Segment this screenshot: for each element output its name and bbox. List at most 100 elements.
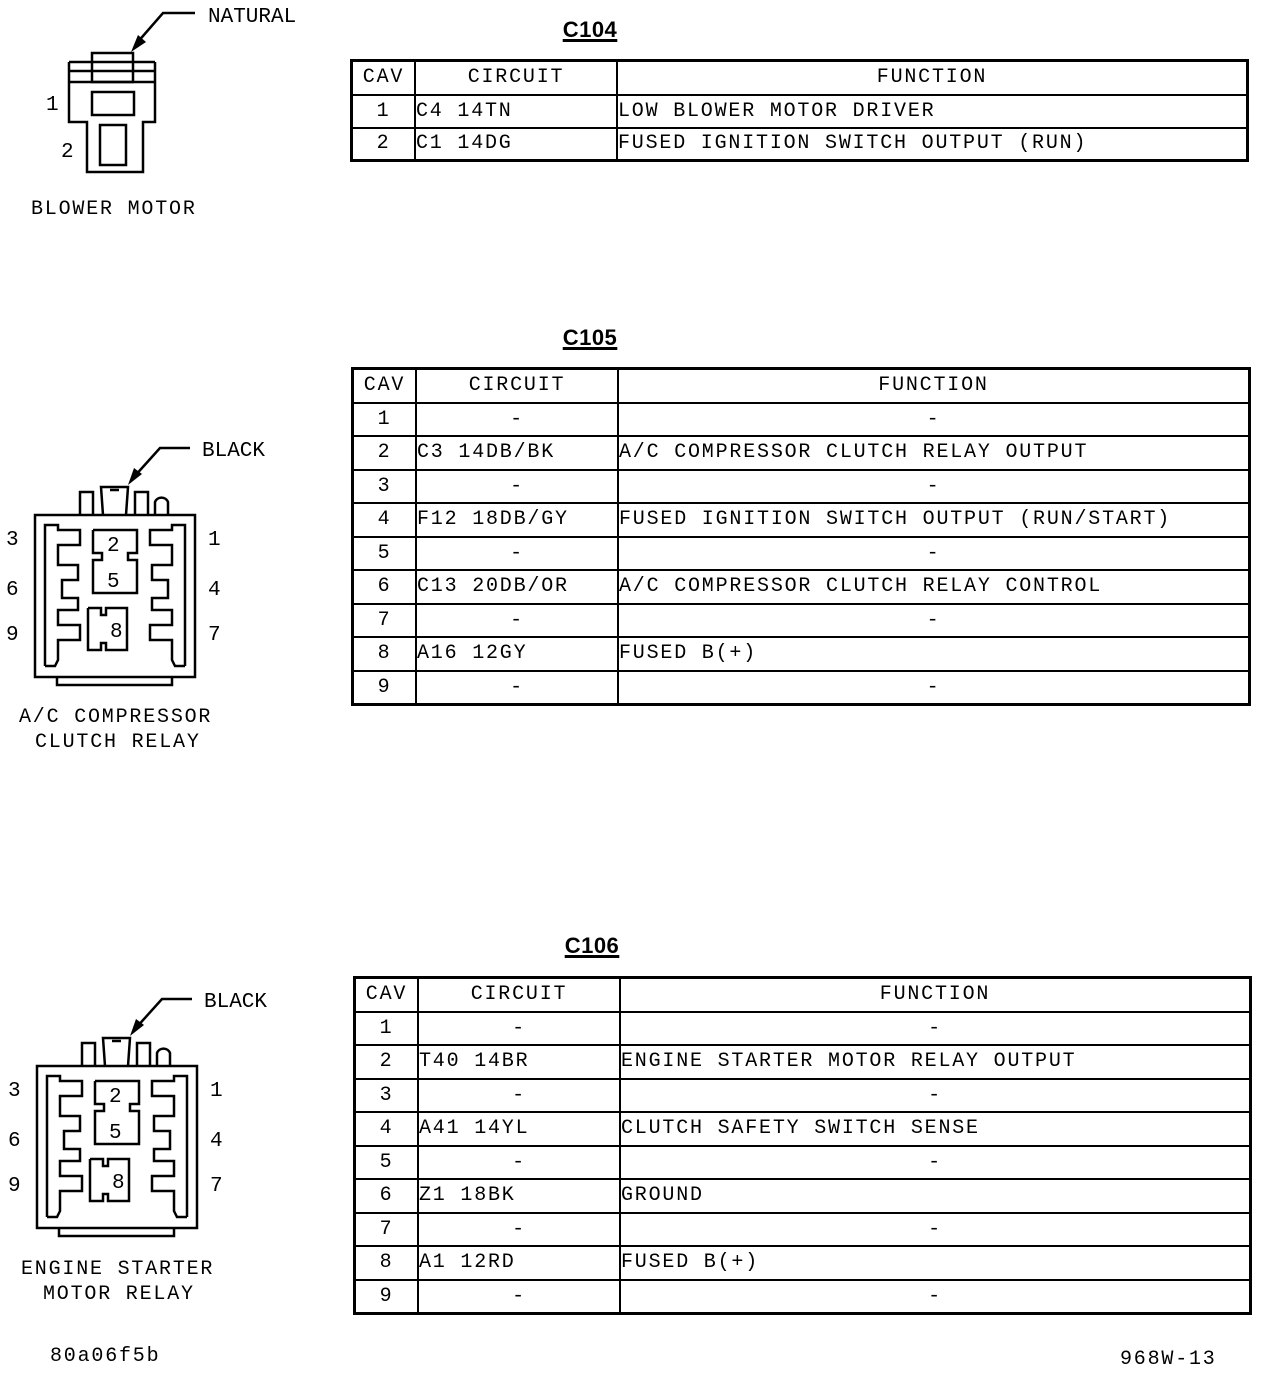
cav-cell: 1 (353, 1010, 419, 1046)
circuit-cell: C3 14DB/BK (415, 435, 619, 471)
connector-title-c105: C105 (562, 325, 618, 350)
table-row: 7-- (351, 602, 1251, 638)
circuit-cell: C1 14DG (414, 126, 618, 162)
connector-color-label: BLACK (202, 440, 265, 463)
function-cell: LOW BLOWER MOTOR DRIVER (616, 93, 1249, 129)
connector-color-label: NATURAL (208, 6, 296, 29)
pin-label: 3 (8, 1080, 21, 1103)
column-header-circuit: CIRCUIT (415, 367, 619, 404)
function-cell: - (619, 1211, 1252, 1247)
ac-compressor-clutch-relay-connector-drawing: BLACK 3 6 9 1 4 7 2 5 8 (6, 440, 265, 687)
pin-label: 4 (210, 1130, 223, 1153)
circuit-cell: - (415, 535, 619, 571)
cav-cell: 9 (353, 1278, 419, 1314)
function-cell: - (617, 602, 1251, 638)
circuit-cell: F12 18DB/GY (415, 502, 619, 538)
circuit-cell: C4 14TN (414, 93, 618, 129)
pin-label: 6 (8, 1130, 21, 1153)
function-cell: - (619, 1278, 1252, 1314)
pin-label: 1 (208, 529, 221, 552)
function-cell: A/C COMPRESSOR CLUTCH RELAY CONTROL (617, 569, 1251, 605)
circuit-cell: A41 14YL (417, 1111, 621, 1147)
pin-label: 4 (208, 579, 221, 602)
cav-cell: 1 (350, 93, 416, 129)
cav-cell: 2 (350, 126, 416, 162)
pin-label: 7 (210, 1175, 223, 1198)
function-cell: - (617, 401, 1251, 437)
image-code-left: 80a06f5b (50, 1345, 161, 1368)
circuit-cell: T40 14BR (417, 1044, 621, 1080)
connector-name: A/C COMPRESSOR (19, 706, 213, 729)
cav-cell: 8 (351, 636, 417, 672)
pin-label: 3 (6, 529, 19, 552)
column-header-cav: CAV (351, 367, 417, 404)
pin-label: 7 (208, 624, 221, 647)
pin-label: 5 (107, 571, 120, 594)
cav-cell: 3 (351, 468, 417, 504)
function-cell: FUSED B(+) (617, 636, 1251, 672)
connector-name: CLUTCH RELAY (35, 731, 201, 754)
function-cell: - (617, 468, 1251, 504)
column-header-function: FUNCTION (616, 59, 1249, 96)
column-header-cav: CAV (353, 976, 419, 1013)
cav-cell: 6 (351, 569, 417, 605)
table-row: 1-- (351, 401, 1251, 437)
function-cell: - (617, 535, 1251, 571)
connector-name: MOTOR RELAY (43, 1283, 195, 1306)
function-cell: FUSED IGNITION SWITCH OUTPUT (RUN/START) (617, 502, 1251, 538)
pin-label: 5 (109, 1122, 122, 1145)
function-cell: - (619, 1010, 1252, 1046)
function-cell: GROUND (619, 1178, 1252, 1214)
circuit-cell: - (415, 602, 619, 638)
function-cell: ENGINE STARTER MOTOR RELAY OUTPUT (619, 1044, 1252, 1080)
connector-color-label: BLACK (204, 991, 267, 1014)
figure-number: 968W-13 (1120, 1348, 1217, 1371)
pin-label: 9 (8, 1175, 21, 1198)
pin-label: 8 (112, 1172, 125, 1195)
circuit-cell: Z1 18BK (417, 1178, 621, 1214)
pin-label: 2 (61, 141, 74, 164)
table-row: 3-- (351, 468, 1251, 504)
cav-cell: 1 (351, 401, 417, 437)
cav-cell: 2 (351, 435, 417, 471)
pin-label: 6 (6, 579, 19, 602)
cav-cell: 8 (353, 1245, 419, 1281)
connector-title-c106: C106 (564, 933, 620, 958)
circuit-cell: - (417, 1077, 621, 1113)
pin-label: 1 (46, 94, 59, 117)
cav-cell: 5 (351, 535, 417, 571)
circuit-cell: - (417, 1010, 621, 1046)
cav-cell: 4 (351, 502, 417, 538)
pin-label: 8 (110, 621, 123, 644)
table-row: 9-- (353, 1278, 1252, 1314)
circuit-cell: A1 12RD (417, 1245, 621, 1281)
cav-cell: 5 (353, 1144, 419, 1180)
cav-cell: 9 (351, 669, 417, 705)
cav-cell: 6 (353, 1178, 419, 1214)
connector-name: BLOWER MOTOR (31, 198, 197, 221)
pin-label: 1 (210, 1080, 223, 1103)
column-header-circuit: CIRCUIT (414, 59, 618, 96)
table-row: 5-- (351, 535, 1251, 571)
pin-label: 9 (6, 624, 19, 647)
pin-label: 2 (107, 535, 120, 558)
function-cell: FUSED IGNITION SWITCH OUTPUT (RUN) (616, 126, 1249, 162)
cav-cell: 7 (353, 1211, 419, 1247)
function-cell: - (617, 669, 1251, 705)
circuit-cell: - (415, 468, 619, 504)
pin-label: 2 (109, 1086, 122, 1109)
function-cell: FUSED B(+) (619, 1245, 1252, 1281)
blower-motor-connector-drawing: NATURAL 1 2 (46, 6, 296, 174)
function-cell: - (619, 1077, 1252, 1113)
